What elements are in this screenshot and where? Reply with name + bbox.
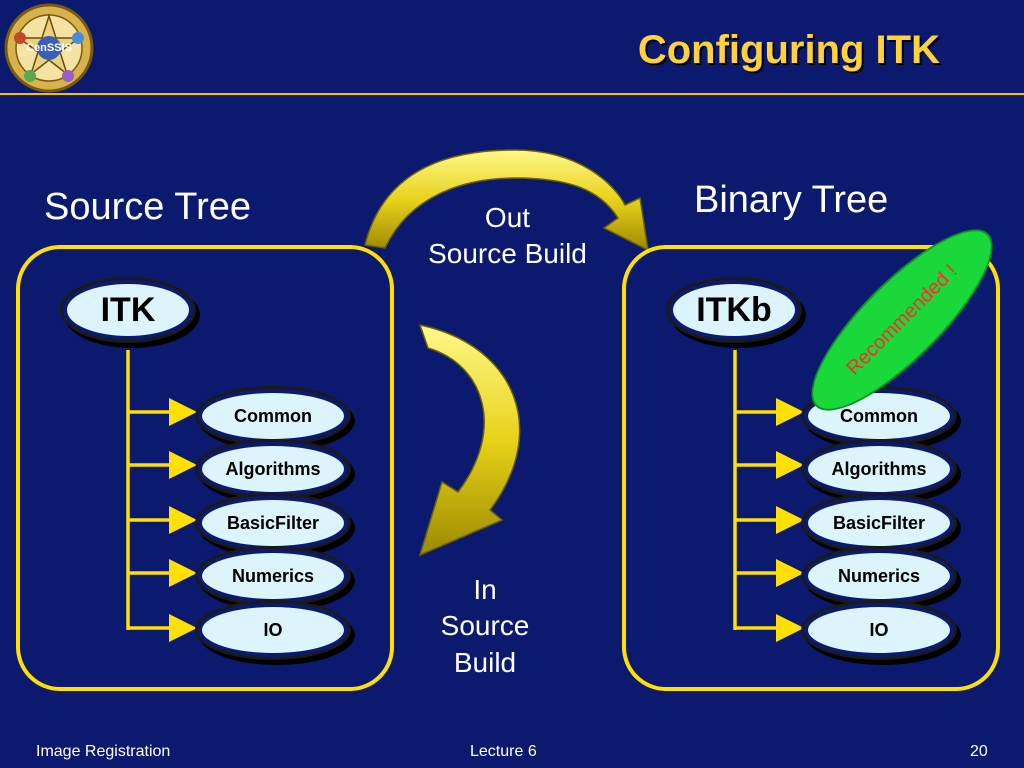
in-source-build-line2: Source <box>440 610 530 642</box>
in-source-build-arrow <box>418 323 521 557</box>
binary-tree-node: Algorithms <box>804 442 954 496</box>
source-tree-node: BasicFilter <box>198 496 348 550</box>
logo-text: CenSSIS <box>26 42 72 54</box>
source-tree-node: Numerics <box>198 549 348 603</box>
binary-tree-node: BasicFilter <box>804 496 954 550</box>
title-rule <box>0 93 1024 95</box>
binary-tree-root-node: ITKb <box>669 280 799 340</box>
in-source-build-line1: In <box>473 574 497 605</box>
source-tree-node: Common <box>198 389 348 443</box>
in-source-build-label: In Source Build <box>420 572 550 681</box>
source-tree-node: Algorithms <box>198 442 348 496</box>
source-tree-node: IO <box>198 603 348 657</box>
binary-tree-panel <box>622 245 1000 691</box>
footer-lecture: Lecture 6 <box>470 743 537 760</box>
source-tree-connectors <box>126 350 197 642</box>
censsis-logo: CenSSIS <box>2 2 96 94</box>
binary-tree-node: Numerics <box>804 549 954 603</box>
out-source-build-label: Out Source Build <box>405 200 610 273</box>
slide-title: Configuring ITK <box>637 28 940 72</box>
out-source-build-line1: Out <box>484 202 531 233</box>
footer-course: Image Registration <box>36 743 171 760</box>
binary-tree-connectors <box>733 350 804 642</box>
source-tree-root-node: ITK <box>63 280 193 340</box>
out-source-build-line2: Source Build <box>428 238 587 270</box>
in-source-build-line3: Build <box>453 646 517 678</box>
binary-tree-node: IO <box>804 603 954 657</box>
source-tree-title: Source Tree <box>44 186 251 228</box>
binary-tree-title: Binary Tree <box>694 179 889 221</box>
out-source-build-arrow <box>364 149 649 252</box>
footer-page-number: 20 <box>970 743 988 760</box>
source-tree-panel <box>16 245 394 691</box>
